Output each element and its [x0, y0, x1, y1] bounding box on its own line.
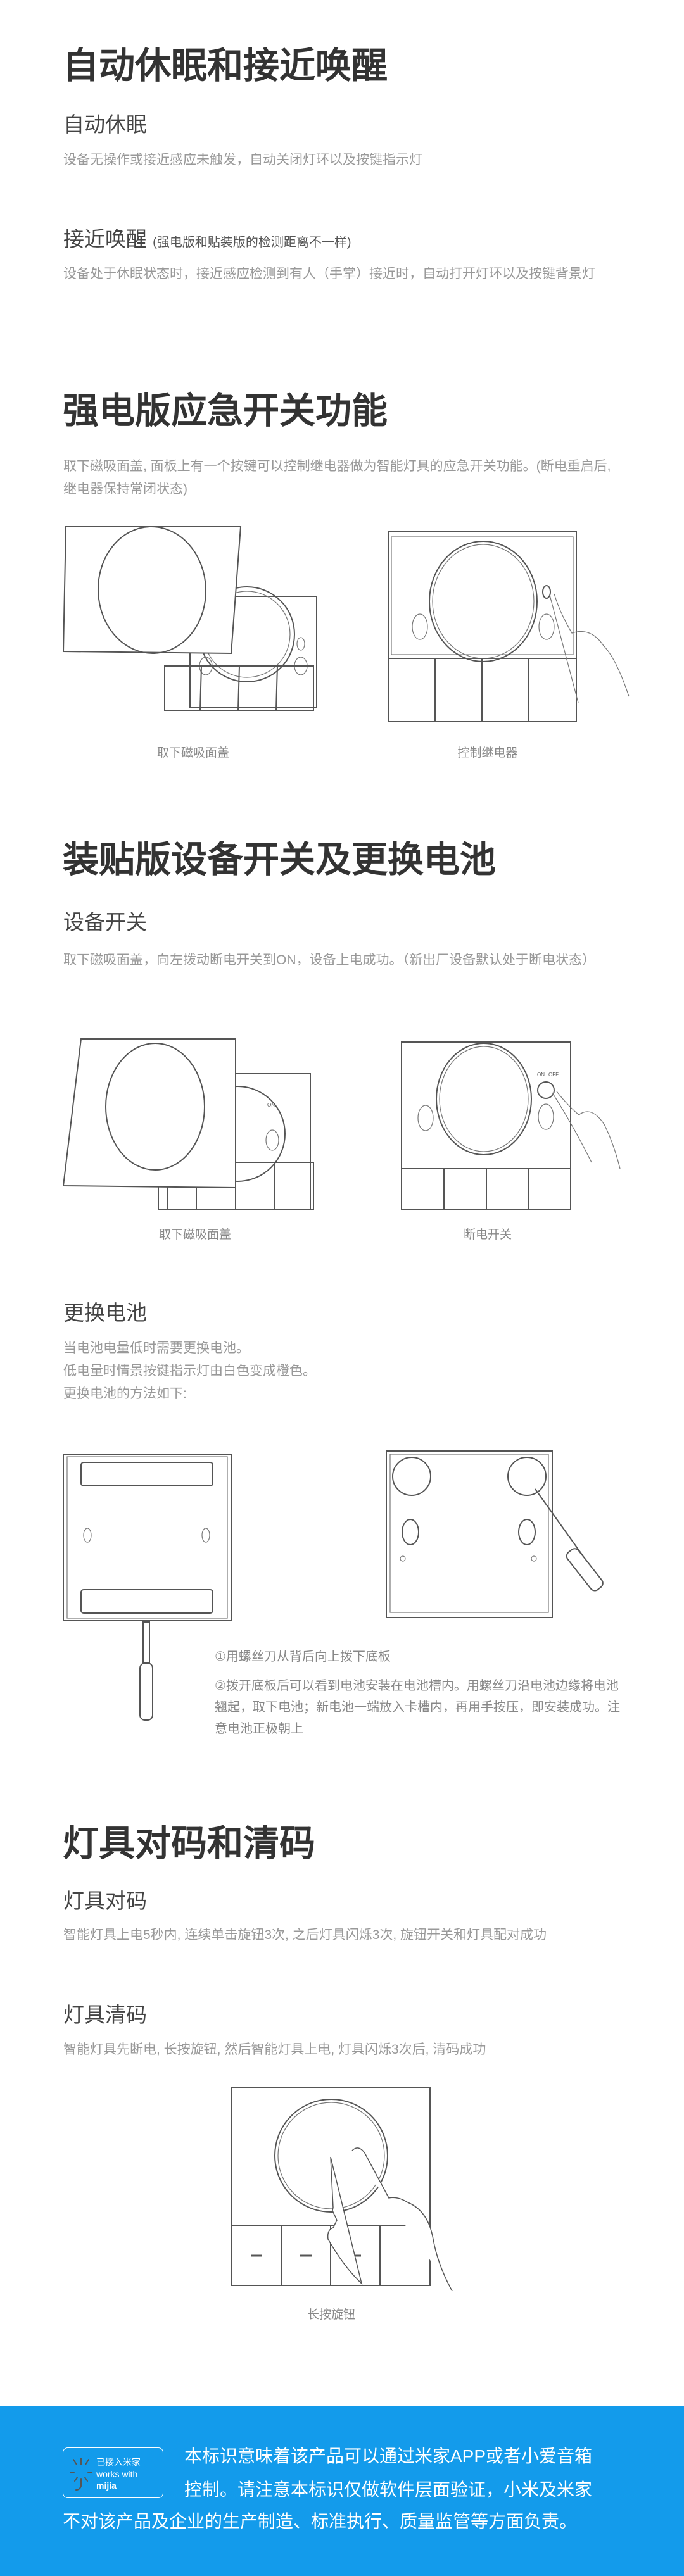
knob-ring	[429, 541, 538, 662]
battery-compartment-illustration	[386, 1450, 604, 1618]
auto-sleep-text: 设备无操作或接近感应未触发，自动关闭灯环以及按键指示灯	[63, 153, 422, 167]
caption-remove-cover: 取下磁吸面盖	[156, 746, 230, 760]
caption-relay: 控制继电器	[457, 746, 518, 760]
long-press-knob-illustration	[231, 2087, 453, 2292]
section-title-emergency-switch: 强电版应急开关功能	[63, 391, 388, 431]
subheading-proximity-wake: 接近唤醒 (强电版和贴装版的检测距离不一样)	[63, 229, 352, 249]
switch-off-label: OFF	[548, 1072, 559, 1078]
subheading-pairing: 灯具对码	[63, 1889, 147, 1913]
relay-control-illustration	[388, 531, 630, 722]
switch-on-label: ON	[537, 1072, 545, 1078]
emergency-switch-text: 取下磁吸面盖, 面板上有一个按键可以控制继电器做为智能灯具的应急开关功能。(断电…	[63, 459, 611, 496]
subheading-device-switch: 设备开关	[63, 910, 147, 934]
hand-icon	[327, 2147, 453, 2292]
back-plate-illustration	[63, 1454, 232, 1721]
section-title-auto-sleep: 自动休眠和接近唤醒	[63, 46, 388, 86]
knob-ring	[274, 2099, 388, 2213]
footer-line-3: 不对该产品及企业的生产制造、标准执行、质量监管等方面负责。	[63, 2511, 578, 2531]
battery-right	[507, 1457, 547, 1496]
remove-cover-illustration-2: ON	[62, 1038, 314, 1210]
device-switch-text: 取下磁吸面盖，向左拨动断电开关到ON，设备上电成功。（新出厂设备默认处于断电状态…	[63, 953, 595, 967]
caption-remove-cover-2: 取下磁吸面盖	[158, 1228, 232, 1241]
battery-line-2: 低电量时情景按键指示灯由白色变成橙色。	[63, 1364, 316, 1378]
power-switch	[537, 1081, 555, 1099]
remove-cover-illustration	[62, 526, 317, 711]
section-title-pairing: 灯具对码和清码	[63, 1823, 315, 1864]
caption-long-press: 长按旋钮	[307, 2308, 356, 2322]
section-title-device-switch-battery: 装贴版设备开关及更换电池	[63, 839, 496, 880]
scene-buttons	[164, 665, 314, 711]
screwdriver-icon	[139, 1621, 153, 1721]
caption-power-switch: 断电开关	[463, 1228, 512, 1241]
logo-mijia-text: mijia	[96, 2480, 117, 2491]
battery-left	[392, 1457, 431, 1496]
subheading-clear-code: 灯具清码	[63, 2003, 147, 2026]
magnetic-cover	[62, 526, 242, 655]
battery-line-3: 更换电池的方法如下:	[63, 1386, 187, 1401]
mijia-footer: 已接入米家 works with mijia 本标识意味着该产品可以通过米家AP…	[0, 2406, 684, 2576]
logo-en-text: works with	[96, 2469, 138, 2479]
screwdriver-icon	[535, 1488, 604, 1592]
mijia-logo-icon	[70, 2458, 92, 2491]
battery-line-1: 当电池电量低时需要更换电池。	[63, 1341, 250, 1355]
footer-line-2: 控制。请注意本标识仅做软件层面验证，小米及米家	[184, 2480, 593, 2499]
clear-code-text: 智能灯具先断电, 长按旋钮, 然后智能灯具上电, 灯具闪烁3次后, 清码成功	[63, 2042, 486, 2057]
battery-step-1: ①用螺丝刀从背后向上拨下底板	[215, 1650, 391, 1664]
power-switch-illustration: ON OFF	[401, 1041, 621, 1210]
subheading-replace-battery: 更换电池	[63, 1301, 147, 1324]
subheading-auto-sleep: 自动休眠	[63, 113, 147, 136]
battery-step-2: ②拨开底板后可以看到电池安装在电池槽内。用螺丝刀沿电池边缘将电池翘起，取下电池；…	[215, 1679, 620, 1736]
hand-icon	[549, 593, 630, 703]
logo-cn-text: 已接入米家	[96, 2457, 141, 2467]
proximity-wake-text: 设备处于休眠状态时，接近感应检测到有人（手掌）接近时，自动打开灯环以及按键背景灯	[63, 267, 595, 281]
relay-button	[542, 585, 551, 599]
switch-label: ON	[267, 1102, 275, 1108]
works-with-mijia-logo: 已接入米家 works with mijia	[63, 2447, 163, 2498]
hand-icon	[552, 1091, 621, 1169]
footer-line-1: 本标识意味着该产品可以通过米家APP或者小爱音箱	[184, 2446, 593, 2466]
proximity-wake-title: 接近唤醒	[63, 227, 147, 251]
proximity-wake-note: (强电版和贴装版的检测距离不一样)	[153, 236, 352, 249]
pairing-text: 智能灯具上电5秒内, 连续单击旋钮3次, 之后灯具闪烁3次, 旋钮开关和灯具配对…	[63, 1928, 547, 1942]
